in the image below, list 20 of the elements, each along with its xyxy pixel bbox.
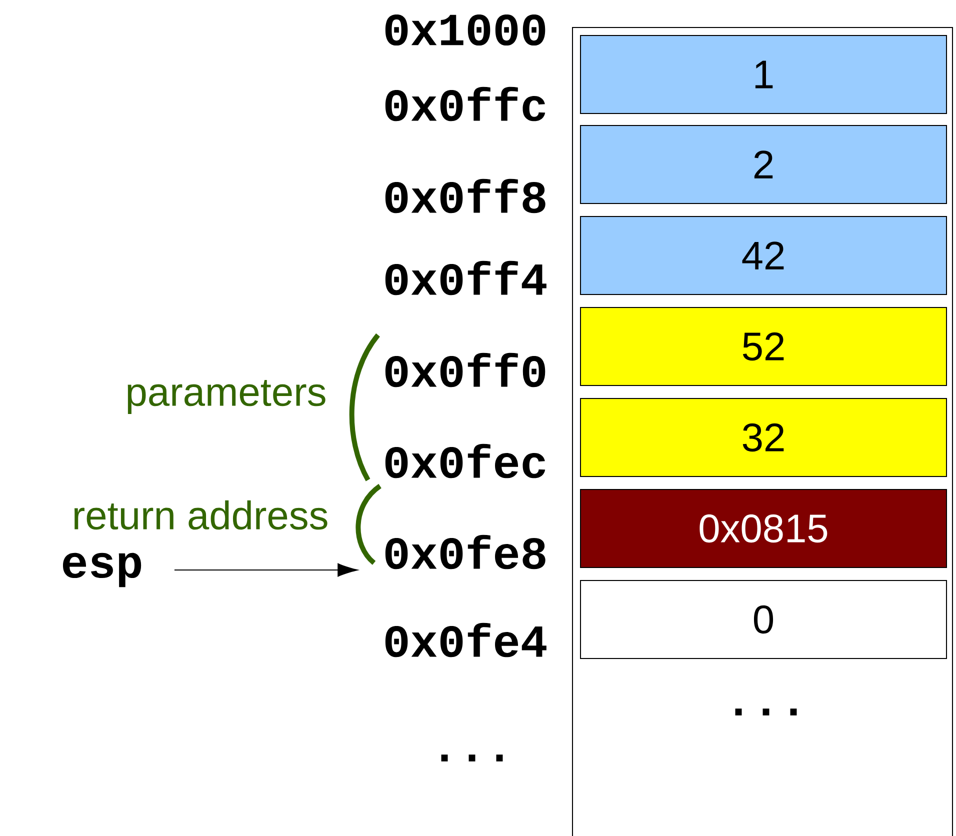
address-label: 0x0fe8 [385,534,546,570]
memory-cell: 1 [580,35,947,114]
address-label: 0x0ff0 [385,352,546,388]
memory-cell: 0 [580,580,947,659]
address-label: 0x0ff4 [385,260,546,296]
arrow [174,563,358,577]
memory-cell: 0x0815 [580,489,947,568]
address-label: 0x0fec [385,444,546,478]
memory-cell: 52 [580,307,947,386]
ellipsis: ... [441,754,503,762]
address-label: 0x0fe4 [385,622,546,658]
memory-cell: 2 [580,125,947,204]
memory-cell: 42 [580,216,947,295]
brace-label: parameters [128,380,326,414]
address-label: 0x1000 [385,14,546,46]
register-label: esp [63,552,142,588]
brace-label: return address [74,500,328,530]
address-label: 0x0ffc [385,86,546,122]
memory-cell: 32 [580,398,947,477]
address-label: 0x0ff8 [385,178,546,214]
